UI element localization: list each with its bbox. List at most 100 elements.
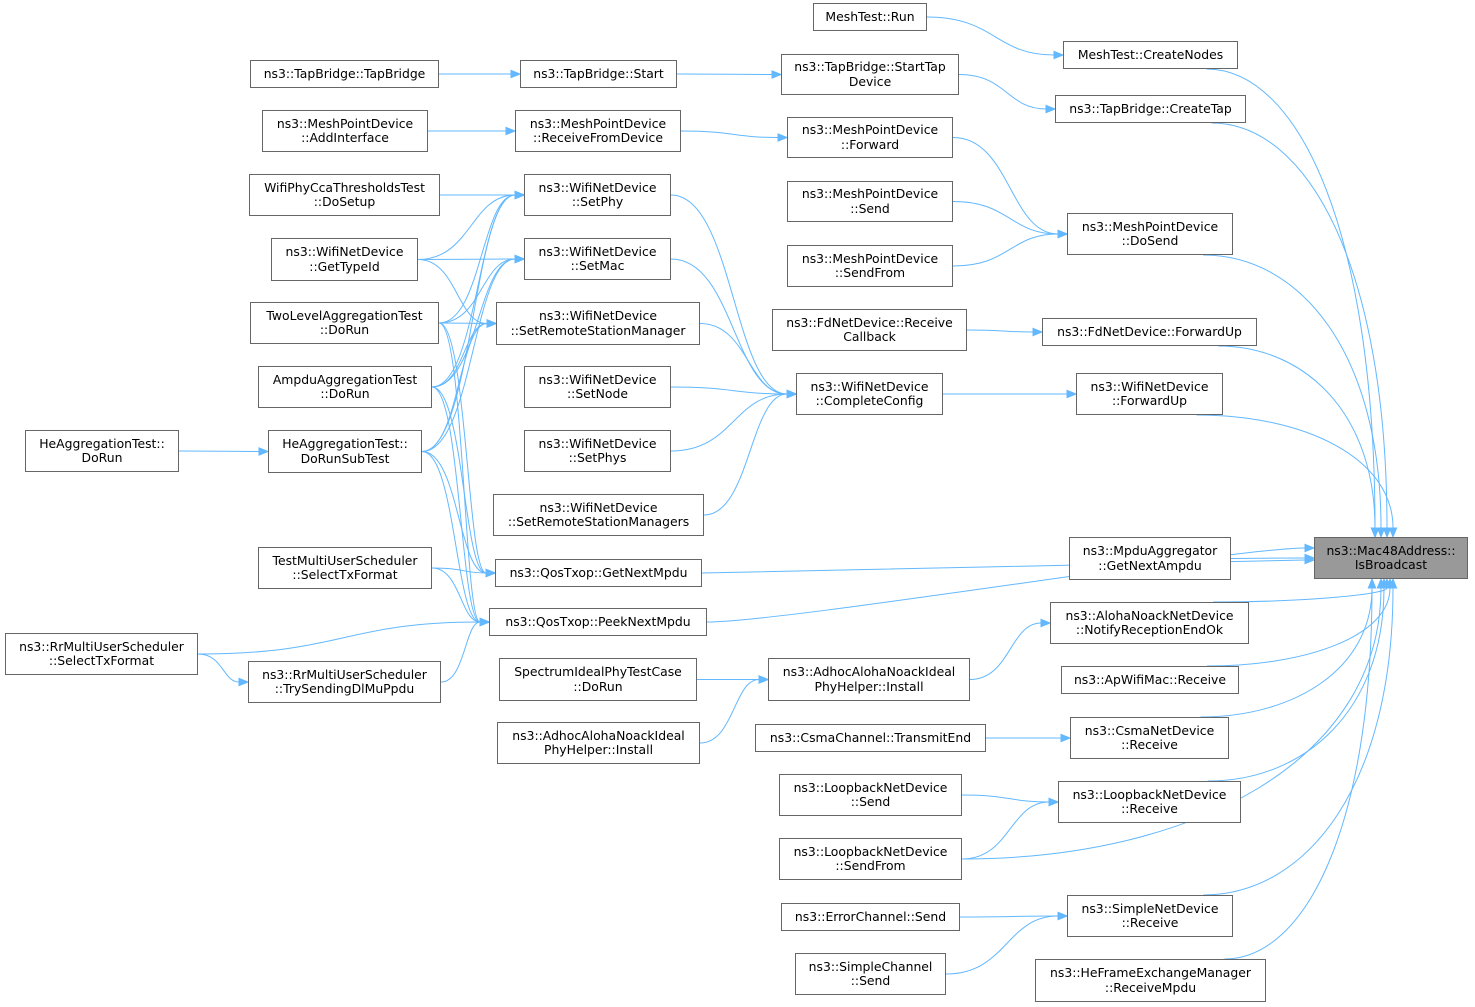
node-label-line: DoRun [81,450,123,465]
edge-arrowhead [1382,527,1392,539]
node-qostxop-getnextmpdu[interactable]: ns3::QosTxop::GetNextMpdu [495,559,702,587]
node-label-line: ::SendFrom [835,858,906,873]
node-label-line: ns3::SimpleChannel [808,958,933,974]
node-label-line: ::DoRun [573,678,623,694]
node-simplend-receive[interactable]: ns3::SimpleNetDevice::Receive [1067,895,1233,937]
edge-line [421,323,488,452]
edge-arrowhead [510,69,522,79]
node-simplechannel-send[interactable]: ns3::SimpleChannel::Send [795,953,946,995]
edge-line [670,393,788,452]
node-hefem-receivempdu[interactable]: ns3::HeFrameExchangeManager::ReceiveMpdu [1035,959,1266,1002]
node-label-line: ns3::TapBridge::Start [533,65,664,81]
node-mpd-receivefromdevice[interactable]: ns3::MeshPointDevice::ReceiveFromDevice [515,110,681,152]
node-label-line: ::SetPhys [568,450,627,465]
node-csmand-receive[interactable]: ns3::CsmaNetDevice::Receive [1070,717,1229,759]
node-mpd-forward[interactable]: ns3::MeshPointDevice::Forward [787,117,953,158]
node-meshtest-run[interactable]: MeshTest::Run [813,3,927,31]
node-wnd-forwardup[interactable]: ns3::WifiNetDevice::ForwardUp [1076,373,1223,415]
node-label-line: ::SetNode [566,386,629,401]
edge-csmachannel-transmitend-to-csmand-receive [986,733,1072,743]
node-qostxop-peeknextmpdu[interactable]: ns3::QosTxop::PeekNextMpdu [489,608,707,636]
edge-line [438,322,487,574]
node-label-line: IsBroadcast [1354,557,1428,572]
node-label-line: ns3::MeshPointDevice [801,250,939,266]
node-lbnd-receive[interactable]: ns3::LoopbackNetDevice::Receive [1058,781,1241,823]
edge-wnd-gettypeid-to-wnd-setmac [417,254,526,264]
edge-ampdu-dorun-to-qostxop-peeknextmpdu [431,386,491,627]
node-wnd-setremotestationmanager[interactable]: ns3::WifiNetDevice::SetRemoteStationMana… [496,302,700,345]
edge-line [421,451,487,574]
edge-rrmu-selecttxformat-to-rrmu-trysendingdlmuppdu [197,653,250,687]
edge-arrowhead [1057,229,1069,239]
node-apwifimac-receive[interactable]: ns3::ApWifiMac::Receive [1061,666,1239,694]
node-tapbridge-tapbridge[interactable]: ns3::TapBridge::TapBridge [250,60,439,88]
node-mpduagg-getnextampdu[interactable]: ns3::MpduAggregator::GetNextAmpdu [1069,537,1231,580]
edge-arrowhead [258,447,270,456]
node-twolevel-dorun[interactable]: TwoLevelAggregationTest::DoRun [250,302,439,344]
edge-line [417,258,516,260]
edge-adhocaloha-install-b-to-adhocaloha-install-a [699,675,770,744]
node-fdnd-forwardup[interactable]: ns3::FdNetDevice::ForwardUp [1042,318,1257,346]
node-label-line: ::SetMac [570,258,625,273]
node-label-line: ::SelectTxFormat [292,567,398,582]
node-wnd-gettypeid[interactable]: ns3::WifiNetDevice::GetTypeId [271,238,418,281]
edge-heagg-dorunsubtest-to-qostxop-getnextmpdu [421,451,497,578]
node-aloha-notifyreceptionendok[interactable]: ns3::AlohaNoackNetDevice::NotifyReceptio… [1050,602,1249,644]
node-label-line: ns3::CsmaChannel::TransmitEnd [769,729,972,745]
node-testmu-selecttxformat[interactable]: TestMultiUserScheduler::SelectTxFormat [258,547,432,589]
node-label-line: ::TrySendingDlMuPpdu [274,681,415,696]
edge-line [670,194,788,395]
node-rrmu-trysendingdlmuppdu[interactable]: ns3::RrMultiUserScheduler::TrySendingDlM… [248,661,441,703]
node-wnd-setphy[interactable]: ns3::WifiNetDevice::SetPhy [524,174,671,216]
edge-arrowhead [777,133,789,142]
edge-arrowhead [1370,527,1380,539]
edge-wnd-forwardup-to-isbroadcast [1196,414,1398,539]
node-heagg-dorun[interactable]: HeAggregationTest::DoRun [25,430,179,472]
node-mpd-addinterface[interactable]: ns3::MeshPointDevice::AddInterface [262,110,428,152]
node-wifiphycca-dosetup[interactable]: WifiPhyCcaThresholdsTest::DoSetup [249,174,440,216]
node-lbnd-sendfrom[interactable]: ns3::LoopbackNetDevice::SendFrom [779,838,962,880]
edge-hefem-receivempdu-to-isbroadcast [1224,577,1377,960]
edge-line [1213,587,1388,603]
node-spectrumideal-dorun[interactable]: SpectrumIdealPhyTestCase::DoRun [499,658,697,701]
node-wnd-completeconfig[interactable]: ns3::WifiNetDevice::CompleteConfig [796,373,943,415]
edge-arrowhead [1066,389,1078,399]
node-meshtest-createnodes[interactable]: MeshTest::CreateNodes [1063,41,1238,69]
node-label-line: ns3::QosTxop::PeekNextMpdu [505,613,691,629]
node-label-line: ns3::ErrorChannel::Send [794,908,947,924]
edge-line [1208,587,1385,782]
node-label-line: ns3::WifiNetDevice [539,308,657,323]
node-label-line: ::AddInterface [301,130,389,145]
node-wnd-setphys[interactable]: ns3::WifiNetDevice::SetPhys [524,430,671,472]
edge-line [966,329,1034,333]
node-label-line: ns3::WifiNetDevice [285,244,404,259]
node-wnd-setnode[interactable]: ns3::WifiNetDevice::SetNode [524,366,671,408]
edge-wnd-setphy-to-wnd-completeconfig [670,194,798,399]
node-wnd-setmac[interactable]: ns3::WifiNetDevice::SetMac [524,238,671,280]
edge-testmu-selecttxformat-to-qostxop-peeknextmpdu [431,567,491,627]
node-mpd-sendfrom[interactable]: ns3::MeshPointDevice::SendFrom [787,245,953,287]
node-tapbridge-createtap[interactable]: ns3::TapBridge::CreateTap [1055,95,1246,123]
node-rrmu-selecttxformat[interactable]: ns3::RrMultiUserScheduler::SelectTxForma… [5,633,198,675]
edge-simplend-receive-to-isbroadcast [1203,577,1398,896]
node-tapbridge-start[interactable]: ns3::TapBridge::Start [520,60,677,88]
node-errorchannel-send[interactable]: ns3::ErrorChannel::Send [781,903,960,931]
edge-line [431,386,487,574]
edge-mpd-dosend-to-isbroadcast [1203,254,1386,539]
node-mpd-send[interactable]: ns3::MeshPointDevice::Send [787,181,953,222]
node-wnd-setremotestationmanagers[interactable]: ns3::WifiNetDevice::SetRemoteStationMana… [493,494,704,536]
node-label-line: DoRunSubTest [300,450,390,466]
node-ampdu-dorun[interactable]: AmpduAggregationTest::DoRun [258,366,432,408]
node-heagg-dorunsubtest[interactable]: HeAggregationTest::DoRunSubTest [268,430,422,473]
edge-meshtest-run-to-meshtest-createnodes [926,16,1065,60]
node-csmachannel-transmitend[interactable]: ns3::CsmaChannel::TransmitEnd [755,724,986,752]
edge-line [1218,345,1376,529]
node-mpd-dosend[interactable]: ns3::MeshPointDevice::DoSend [1067,213,1233,255]
node-label-line: TestMultiUserScheduler [272,552,418,568]
node-label-line: ns3::CsmaNetDevice [1084,722,1215,738]
node-lbnd-send[interactable]: ns3::LoopbackNetDevice::Send [779,774,962,816]
